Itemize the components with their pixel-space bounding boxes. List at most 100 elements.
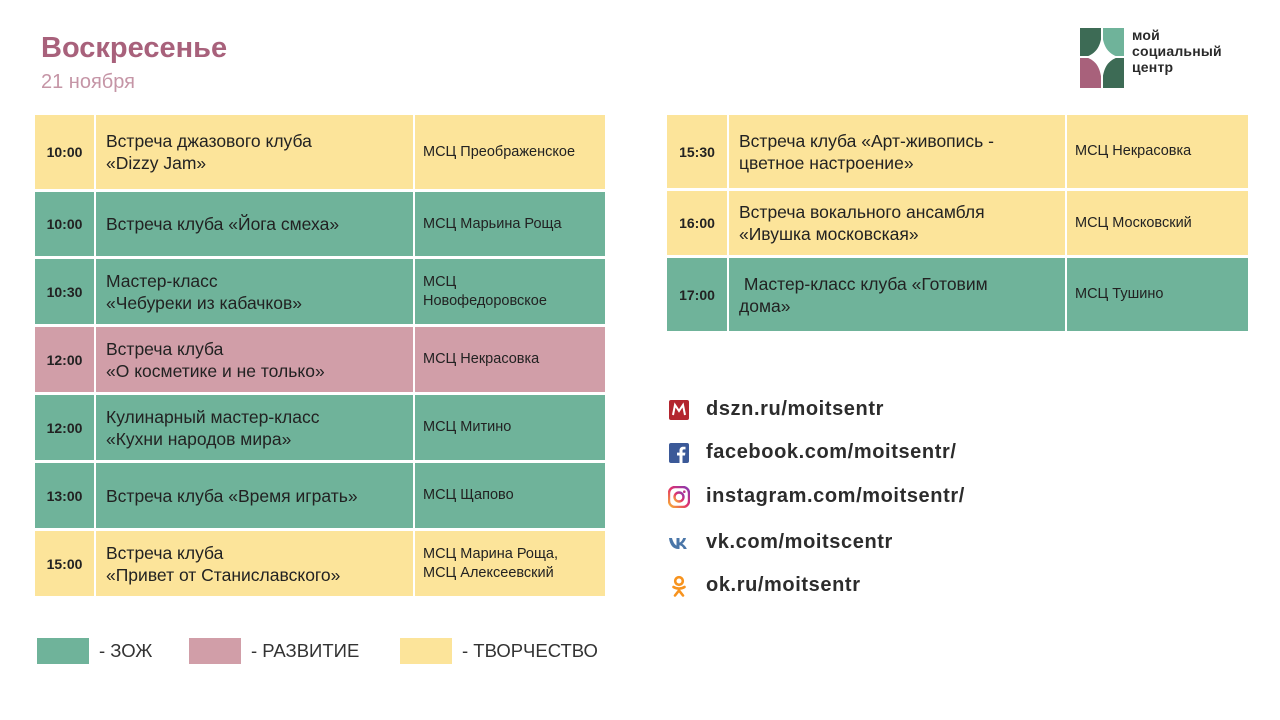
event-place: МСЦ Некрасовка: [415, 327, 605, 395]
event-title-line: «Кухни народов мира»: [106, 428, 292, 449]
legend-label: - РАЗВИТИЕ: [251, 640, 360, 661]
vk-icon: [668, 532, 690, 554]
event-title-line: «Ивушка московская»: [739, 224, 919, 244]
event-title-line: Встреча вокального ансамбля: [739, 202, 985, 222]
social-link-ok[interactable]: ok.ru/moitsentr: [668, 574, 861, 597]
event-time: 10:00: [35, 192, 96, 259]
event-title-line: Встреча клуба: [106, 542, 224, 563]
event-time: 10:30: [35, 259, 96, 327]
event-place: МСЦ Новофедоровское: [415, 259, 605, 327]
event-title: Встреча джазового клуба«Dizzy Jam»: [96, 115, 415, 192]
event-place-line: Новофедоровское: [423, 292, 547, 309]
event-place-line: МСЦ Митино: [423, 419, 512, 435]
event-title-line: «Dizzy Jam»: [106, 153, 207, 173]
event-title-line: «О косметике и не только»: [106, 360, 325, 381]
event-place-line: МСЦ: [423, 273, 457, 290]
logo-line: мой: [1132, 27, 1160, 43]
event-time: 12:00: [35, 327, 96, 395]
event-title-line: Мастер-класс: [106, 270, 218, 291]
mos-icon: [668, 399, 690, 421]
social-link-text: vk.com/moitscentr: [706, 531, 893, 553]
event-title-line: дома»: [739, 295, 791, 316]
event-time: 12:00: [35, 395, 96, 463]
event-title: Мастер-класс«Чебуреки из кабачков»: [96, 259, 415, 327]
event-title-line: «Привет от Станиславского»: [106, 564, 341, 585]
legend-label: - ЗОЖ: [99, 640, 153, 661]
event-title: Встреча вокального ансамбля«Ивушка моско…: [729, 191, 1067, 258]
event-title-line: Встреча джазового клуба: [106, 131, 312, 151]
legend-item-health: - ЗОЖ: [37, 638, 152, 664]
event-place-line: МСЦ Алексеевский: [423, 564, 554, 581]
logo-line: социальный: [1132, 43, 1222, 59]
legend-swatch: [189, 638, 241, 664]
event-title: Встреча клуба «Йога смеха»: [96, 192, 415, 259]
schedule-row: 13:00 Встреча клуба «Время играть» МСЦ Щап…: [35, 463, 605, 531]
page-date: 21 ноября: [41, 71, 135, 93]
event-title: Кулинарный мастер-класс«Кухни народов ми…: [96, 395, 415, 463]
event-time: 16:00: [667, 191, 729, 258]
event-title-line: Мастер-класс клуба «Готовим: [739, 273, 988, 294]
social-link-text: instagram.com/moitsentr/: [706, 485, 965, 507]
event-title-line: Встреча клуба: [106, 338, 224, 359]
event-place: МСЦ Щапово: [415, 463, 605, 531]
event-place-line: МСЦ Марьина Роща: [423, 215, 562, 232]
logo-line: центр: [1132, 59, 1174, 75]
event-place: МСЦ Некрасовка: [1067, 115, 1248, 191]
event-place-line: МСЦ Марина Роща,: [423, 545, 558, 562]
legend-swatch: [37, 638, 89, 664]
logo: мой социальный центр: [1080, 26, 1250, 92]
social-link-text: ok.ru/moitsentr: [706, 574, 861, 596]
event-time: 13:00: [35, 463, 96, 531]
social-link-text: dszn.ru/moitsentr: [706, 398, 884, 420]
social-link-dszn[interactable]: dszn.ru/moitsentr: [668, 398, 884, 421]
legend-swatch: [400, 638, 452, 664]
legend-item-creativity: - ТВОРЧЕСТВО: [400, 638, 598, 664]
event-place: МСЦ Тушино: [1067, 258, 1248, 334]
legend-item-development: - РАЗВИТИЕ: [189, 638, 359, 664]
event-title-line: Встреча клуба «Йога смеха»: [106, 214, 340, 234]
event-place-line: МСЦ Некрасовка: [423, 351, 540, 367]
facebook-icon: [668, 442, 690, 464]
instagram-icon: [668, 485, 690, 508]
event-title-line: Встреча клуба «Арт-живопись -: [739, 130, 994, 151]
event-place-line: МСЦ Некрасовка: [1075, 143, 1192, 159]
event-title: Встреча клуба«О косметике и не только»: [96, 327, 415, 395]
event-title: Встреча клуба «Арт-живопись -цветное нас…: [729, 115, 1067, 191]
event-title-line: «Чебуреки из кабачков»: [106, 292, 303, 313]
event-title-line: Встреча клуба «Время играть»: [106, 485, 358, 506]
social-link-vk[interactable]: vk.com/moitscentr: [668, 531, 893, 554]
legend-label: - ТВОРЧЕСТВО: [462, 640, 598, 661]
logo-mark-icon: [1080, 28, 1124, 88]
event-place: МСЦ Преображенское: [415, 115, 605, 192]
event-place: МСЦ Марина Роща, МСЦ Алексеевский: [415, 531, 605, 599]
social-link-text: facebook.com/moitsentr/: [706, 441, 957, 463]
social-link-instagram[interactable]: instagram.com/moitsentr/: [668, 485, 965, 508]
event-title-line: цветное настроение»: [739, 152, 914, 173]
social-link-facebook[interactable]: facebook.com/moitsentr/: [668, 441, 957, 464]
event-time: 15:00: [35, 531, 96, 599]
event-place-line: МСЦ Тушино: [1075, 286, 1164, 302]
ok-icon: [668, 575, 690, 597]
event-title-line: Кулинарный мастер-класс: [106, 406, 320, 427]
event-place-line: МСЦ Щапово: [423, 487, 514, 503]
event-title: Встреча клуба«Привет от Станиславского»: [96, 531, 415, 599]
page-title: Воскресенье: [41, 32, 228, 64]
event-place-line: МСЦ Московский: [1075, 214, 1192, 231]
event-title: Встреча клуба «Время играть»: [96, 463, 415, 531]
event-time: 10:00: [35, 115, 96, 192]
event-place: МСЦ Митино: [415, 395, 605, 463]
event-place-line: МСЦ Преображенское: [423, 143, 576, 160]
event-time: 17:00: [667, 258, 729, 334]
event-place: МСЦ Московский: [1067, 191, 1248, 258]
